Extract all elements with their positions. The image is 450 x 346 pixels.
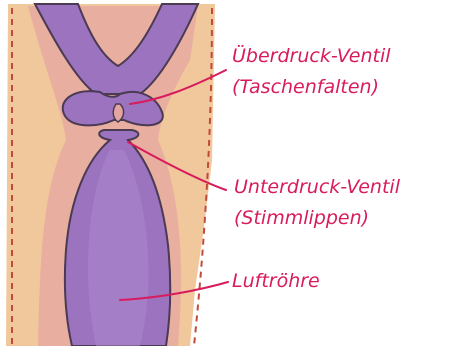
label-underpressure-valve: Unterdruck-Ventil — [234, 176, 401, 198]
label-trachea: Luftröhre — [232, 270, 320, 292]
label-underpressure-valve-sub: (Stimmlippen) — [234, 207, 369, 229]
label-overpressure-valve: Überdruck-Ventil — [232, 44, 391, 67]
label-overpressure-valve-sub: (Taschenfalten) — [232, 76, 379, 98]
ventricular-pouches — [63, 91, 163, 125]
